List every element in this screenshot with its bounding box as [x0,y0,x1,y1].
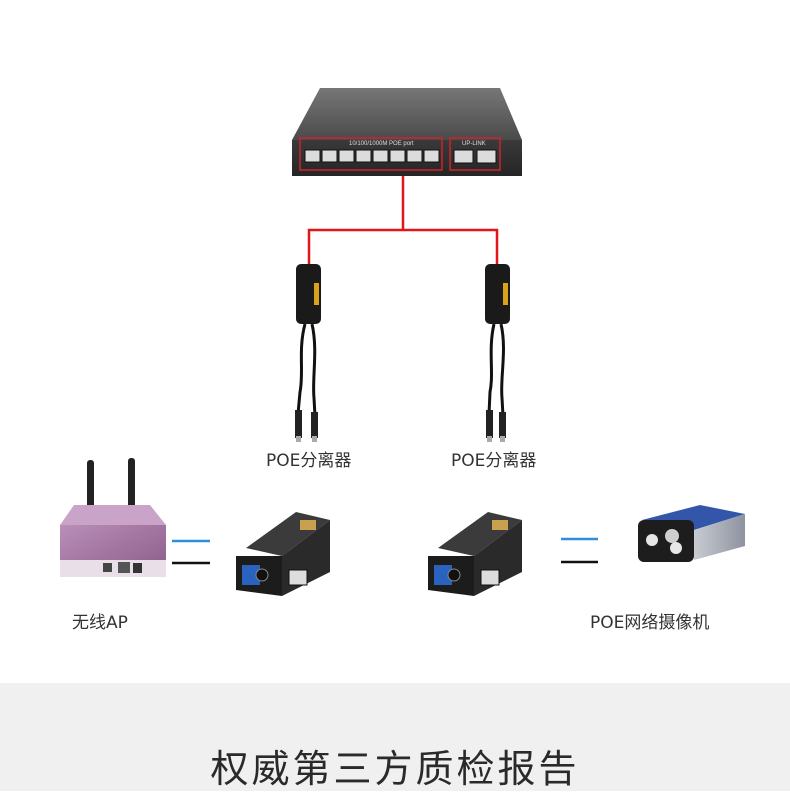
media-converter-left [236,512,330,596]
poe-ip-camera [638,505,745,562]
poe-splitter-left [295,264,321,442]
media-converter-right [428,512,522,596]
camera-label: POE网络摄像机 [590,613,710,633]
footer-band [0,683,790,791]
ap-link [172,539,210,565]
switch-ports [304,149,497,164]
footer-title: 权威第三方质检报告 [210,747,580,791]
poe-splitter-right [485,264,510,442]
switch-port-caption: 10/100/1000M POE port [349,141,414,147]
poe-cable [307,176,499,268]
splitter-label-right: POE分离器 [451,451,537,471]
poe-switch [292,88,522,176]
wireless-ap [60,458,166,577]
camera-link [561,537,598,564]
ap-label: 无线AP [72,613,128,633]
switch-uplink-caption: UP-LINK [462,141,486,147]
splitter-label-left: POE分离器 [266,451,352,471]
